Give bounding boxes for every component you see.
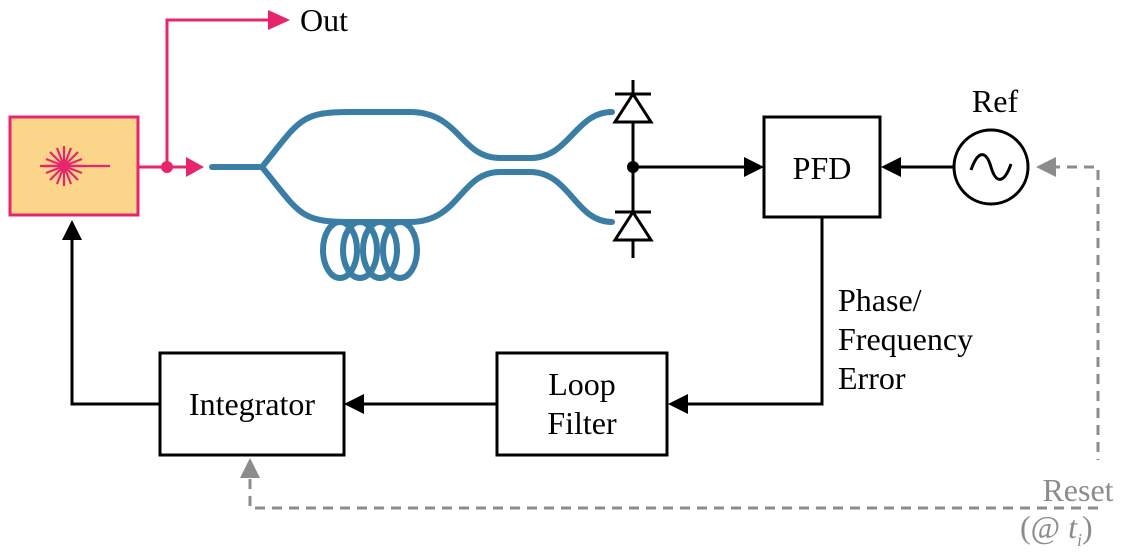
fiber-input-arrow xyxy=(186,157,204,177)
integrator-box xyxy=(158,351,346,457)
pfd-label: PFD xyxy=(793,150,852,186)
reset-label-line2: (@ ti) xyxy=(1020,509,1093,550)
error-label-line2: Frequency xyxy=(838,321,973,357)
error-label-line3: Error xyxy=(838,360,906,396)
laser-starburst-icon xyxy=(40,146,110,186)
ref-reset-arrow xyxy=(1036,157,1056,177)
fiber-interferometer xyxy=(209,109,615,281)
reset-path xyxy=(248,165,1100,510)
split-junction-dot xyxy=(161,161,173,173)
laser-output-path xyxy=(138,18,270,169)
integrator-to-laser-wire xyxy=(70,240,160,406)
loop-filter-label-line1: Loop xyxy=(548,366,616,402)
pfd-input-arrow xyxy=(744,157,764,177)
pfd-to-filter-wire xyxy=(688,217,824,406)
filter-input-arrow xyxy=(668,394,688,414)
loop-filter-box xyxy=(495,351,669,457)
error-label-line1: Phase/ xyxy=(838,282,922,318)
pfd-box xyxy=(762,115,882,219)
fiber-coil-icon xyxy=(320,219,420,281)
out-label: Out xyxy=(300,2,348,38)
integrator-reset-arrow xyxy=(240,458,260,478)
integrator-label: Integrator xyxy=(189,386,316,422)
integrator-input-arrow xyxy=(344,394,364,414)
laser-block xyxy=(8,115,140,217)
reset-label-line1: Reset xyxy=(1042,472,1113,508)
loop-filter-label-line2: Filter xyxy=(547,405,617,441)
ref-label: Ref xyxy=(972,83,1019,119)
laser-control-arrow xyxy=(62,220,82,240)
sine-wave-source-icon xyxy=(952,128,1030,206)
out-arrow xyxy=(268,10,290,30)
ref-arrow xyxy=(881,157,901,177)
